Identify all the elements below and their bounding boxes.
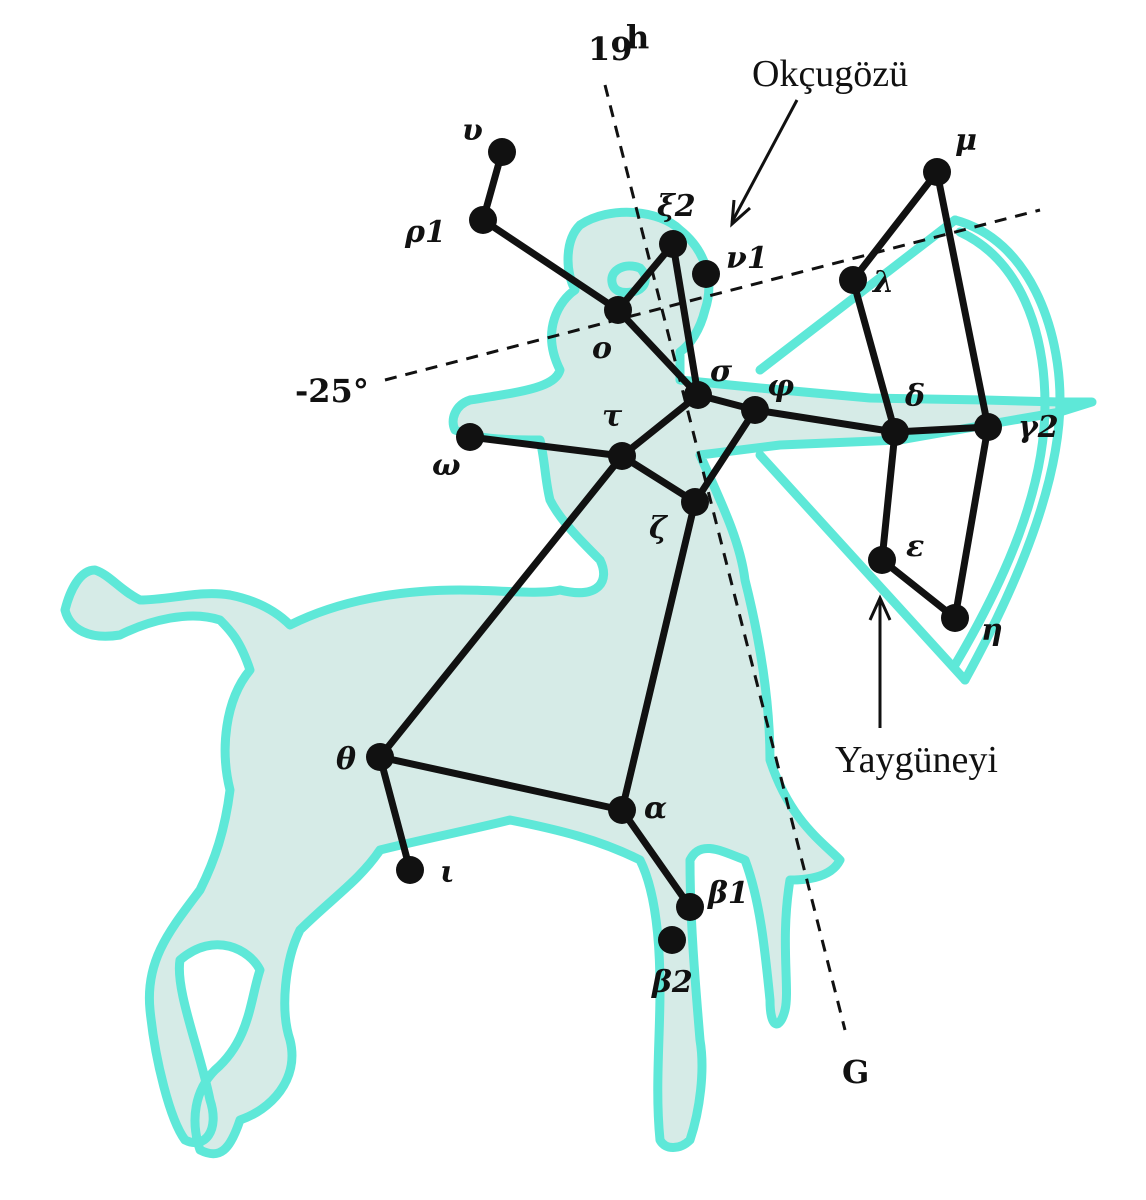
connection-lambda-delta bbox=[849, 276, 899, 436]
bow-limb-inner-shape bbox=[950, 227, 1050, 670]
dec-minus-25-line bbox=[384, 208, 1041, 382]
star-beta2 bbox=[658, 926, 686, 954]
stick-figure-lines bbox=[376, 148, 992, 911]
connection-theta-iota bbox=[376, 753, 414, 874]
star-mu bbox=[923, 158, 951, 186]
star-zeta bbox=[681, 488, 709, 516]
star-lambda bbox=[839, 266, 867, 294]
star-label-eta: η bbox=[981, 613, 1003, 648]
star-label-xi2: ξ2 bbox=[657, 189, 696, 224]
star-label-lambda: λ bbox=[871, 265, 894, 300]
star-omega bbox=[456, 423, 484, 451]
connection-sigma-tau bbox=[618, 391, 702, 460]
connection-phi-delta bbox=[751, 406, 899, 436]
star-label-epsilon: ε bbox=[906, 529, 924, 564]
connection-tau-theta bbox=[376, 452, 626, 761]
yayguneyi-callout-label: Yaygüneyi bbox=[835, 739, 998, 781]
star-label-alpha: α bbox=[644, 791, 667, 826]
galactic-plane-label: G bbox=[842, 1053, 869, 1091]
connection-omicron-sigma bbox=[614, 306, 702, 399]
ra-19h-label: 19 bbox=[588, 30, 633, 68]
connection-lambda-mu bbox=[849, 168, 941, 284]
connection-theta-alpha bbox=[376, 753, 626, 814]
star-xi2 bbox=[659, 230, 687, 258]
guide-lines bbox=[384, 84, 1041, 1031]
star-omicron bbox=[604, 296, 632, 324]
star-label-theta: θ bbox=[336, 742, 356, 777]
okcugozu-arrow-line bbox=[730, 99, 799, 223]
star-beta1 bbox=[676, 893, 704, 921]
star-label-iota: ι bbox=[440, 855, 455, 890]
ra-19h-superscript: h bbox=[626, 18, 649, 56]
star-label-delta: δ bbox=[904, 379, 925, 414]
star-delta bbox=[881, 418, 909, 446]
star-rho1 bbox=[469, 206, 497, 234]
star-label-omega: ω bbox=[432, 448, 461, 483]
connection-epsilon-eta bbox=[878, 556, 959, 622]
star-sigma bbox=[684, 381, 712, 409]
star-label-zeta: ζ bbox=[649, 511, 669, 546]
dec-minus-25-label: -25° bbox=[295, 372, 369, 410]
star-gamma2 bbox=[974, 413, 1002, 441]
bow-limb-shape bbox=[950, 215, 1065, 685]
connection-delta-gamma2 bbox=[891, 423, 992, 436]
connection-delta-epsilon bbox=[878, 428, 899, 564]
star-label-tau: τ bbox=[602, 399, 623, 434]
connection-phi-zeta bbox=[691, 406, 759, 506]
star-label-upsilon: υ bbox=[462, 113, 483, 148]
star-markers bbox=[366, 138, 1002, 954]
connection-zeta-alpha bbox=[618, 498, 699, 814]
ra-19h-line bbox=[603, 84, 847, 1031]
star-label-omicron: ο bbox=[592, 331, 612, 366]
star-eta bbox=[941, 604, 969, 632]
centaur-figure bbox=[60, 207, 1097, 1159]
star-alpha bbox=[608, 796, 636, 824]
okcugozu-arrow-head bbox=[730, 199, 751, 228]
star-upsilon bbox=[488, 138, 516, 166]
connection-omicron-xi2 bbox=[614, 240, 677, 314]
star-label-nu1: ν1 bbox=[726, 241, 768, 276]
star-theta bbox=[366, 743, 394, 771]
star-label-beta2: β2 bbox=[651, 965, 693, 1000]
connection-gamma2-eta bbox=[951, 423, 992, 622]
star-nu1 bbox=[692, 260, 720, 288]
star-label-sigma: σ bbox=[710, 354, 733, 389]
okcugozu-callout-label: Okçugözü bbox=[752, 53, 908, 95]
connection-xi2-sigma bbox=[669, 240, 702, 399]
star-label-rho1: ρ1 bbox=[404, 215, 446, 250]
connection-rho1-omicron bbox=[479, 216, 622, 314]
connection-alpha-beta1 bbox=[618, 806, 694, 911]
connection-tau-zeta bbox=[618, 452, 699, 506]
star-epsilon bbox=[868, 546, 896, 574]
star-tau bbox=[608, 442, 636, 470]
star-label-gamma2: γ2 bbox=[1018, 410, 1059, 445]
star-label-phi: φ bbox=[767, 369, 794, 404]
connection-omega-tau bbox=[466, 433, 626, 460]
star-label-mu: μ bbox=[955, 123, 977, 158]
centaur-body-shape bbox=[60, 207, 1097, 1159]
star-label-beta1: β1 bbox=[707, 876, 749, 911]
star-phi bbox=[741, 396, 769, 424]
yayguneyi-arrow-head bbox=[868, 594, 892, 621]
connection-mu-gamma2 bbox=[933, 168, 992, 431]
star-iota bbox=[396, 856, 424, 884]
